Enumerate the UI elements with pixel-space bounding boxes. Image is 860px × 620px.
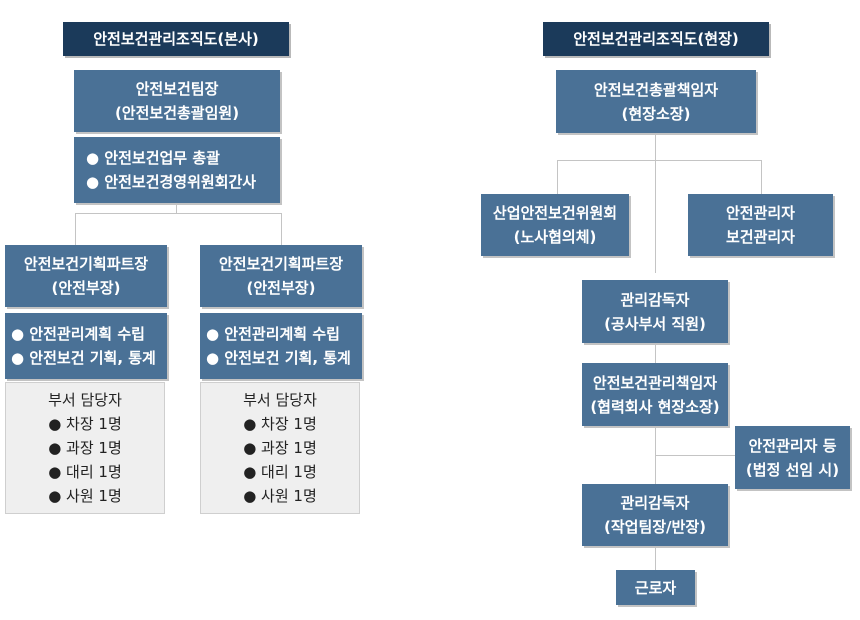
supervisor1-line1: 관리감독자 — [620, 290, 690, 309]
staff-item: ● 과장 1명 — [48, 439, 122, 457]
worker-box: 근로자 — [616, 570, 695, 605]
site-head-line1: 안전보건총괄책임자 — [593, 80, 719, 99]
connector — [655, 343, 656, 363]
committee-box: 산업안전보건위원회 (노사협의체) — [481, 194, 629, 256]
sub-manager-box: 안전관리자 등 (법정 선임 시) — [735, 426, 850, 489]
hq-part-duties-box-2: ● 안전관리계획 수립 ● 안전보건 기획, 통계 — [200, 313, 362, 379]
part-title-line1: 안전보건기획파트장 — [23, 255, 149, 273]
connector — [655, 546, 656, 570]
managers-line2: 보건관리자 — [725, 228, 795, 246]
part-duty-item: ● 안전보건 기획, 통계 — [206, 349, 351, 367]
connector — [761, 160, 762, 194]
staff-item: ● 차장 1명 — [243, 415, 317, 433]
hq-head-line1: 안전보건팀장 — [135, 80, 219, 98]
connector — [281, 213, 282, 245]
site-head-box: 안전보건총괄책임자 (현장소장) — [556, 70, 756, 133]
connector — [655, 455, 735, 456]
sub-head-line1: 안전보건관리책임자 — [592, 373, 718, 392]
part-duty-item: ● 안전관리계획 수립 — [206, 325, 340, 343]
part-duty-item: ● 안전관리계획 수립 — [11, 325, 145, 343]
connector — [75, 213, 76, 245]
staff-title: 부서 담당자 — [243, 391, 317, 409]
supervisor2-line1: 관리감독자 — [620, 494, 690, 512]
connector — [176, 203, 177, 213]
supervisor-box-1: 관리감독자 (공사부서 직원) — [582, 280, 728, 343]
part-duty-item: ● 안전보건 기획, 통계 — [11, 349, 156, 367]
staff-item: ● 사원 1명 — [48, 487, 122, 505]
connector — [75, 213, 282, 214]
part-title-line2: (안전부장) — [246, 279, 316, 297]
sub-manager-line1: 안전관리자 등 — [748, 436, 837, 455]
connector — [557, 160, 762, 161]
supervisor2-line2: (작업팀장/반장) — [604, 518, 706, 536]
sub-head-line2: (협력회사 현장소장) — [590, 397, 720, 416]
supervisor-box-2: 관리감독자 (작업팀장/반장) — [582, 484, 728, 546]
supervisor1-line2: (공사부서 직원) — [604, 314, 706, 333]
site-title-text: 안전보건관리조직도(현장) — [573, 30, 739, 48]
hq-staff-box-2: 부서 담당자 ● 차장 1명 ● 과장 1명 ● 대리 1명 ● 사원 1명 — [200, 382, 360, 514]
part-title-line1: 안전보건기획파트장 — [218, 255, 344, 273]
committee-line1: 산업안전보건위원회 — [492, 204, 618, 222]
hq-duty-item: ● 안전보건업무 총괄 — [86, 149, 220, 167]
staff-item: ● 대리 1명 — [48, 463, 122, 481]
site-chart-title: 안전보건관리조직도(현장) — [543, 22, 769, 56]
committee-line2: (노사협의체) — [513, 228, 597, 246]
sub-manager-line2: (법정 선임 시) — [745, 460, 840, 479]
staff-title: 부서 담당자 — [48, 391, 122, 409]
hq-head-box: 안전보건팀장 (안전보건총괄임원) — [74, 70, 280, 132]
staff-item: ● 대리 1명 — [243, 463, 317, 481]
connector — [655, 133, 656, 273]
hq-duty-item: ● 안전보건경영위원회간사 — [86, 173, 257, 191]
sub-head-box: 안전보건관리책임자 (협력회사 현장소장) — [582, 363, 728, 426]
hq-part-duties-box-1: ● 안전관리계획 수립 ● 안전보건 기획, 통계 — [5, 313, 167, 379]
hq-title-text: 안전보건관리조직도(본사) — [93, 30, 259, 48]
site-head-line2: (현장소장) — [621, 104, 691, 123]
connector — [557, 160, 558, 194]
staff-item: ● 차장 1명 — [48, 415, 122, 433]
staff-item: ● 과장 1명 — [243, 439, 317, 457]
hq-part-box-2: 안전보건기획파트장 (안전부장) — [200, 245, 362, 307]
hq-part-box-1: 안전보건기획파트장 (안전부장) — [5, 245, 167, 307]
part-title-line2: (안전부장) — [51, 279, 121, 297]
hq-staff-box-1: 부서 담당자 ● 차장 1명 ● 과장 1명 ● 대리 1명 ● 사원 1명 — [5, 382, 165, 514]
worker-text: 근로자 — [634, 578, 677, 597]
managers-line1: 안전관리자 — [725, 204, 795, 222]
managers-box: 안전관리자 보건관리자 — [688, 194, 833, 256]
hq-chart-title: 안전보건관리조직도(본사) — [63, 22, 289, 56]
hq-head-duties-box: ● 안전보건업무 총괄 ● 안전보건경영위원회간사 — [74, 137, 280, 203]
hq-head-line2: (안전보건총괄임원) — [114, 104, 240, 122]
staff-item: ● 사원 1명 — [243, 487, 317, 505]
